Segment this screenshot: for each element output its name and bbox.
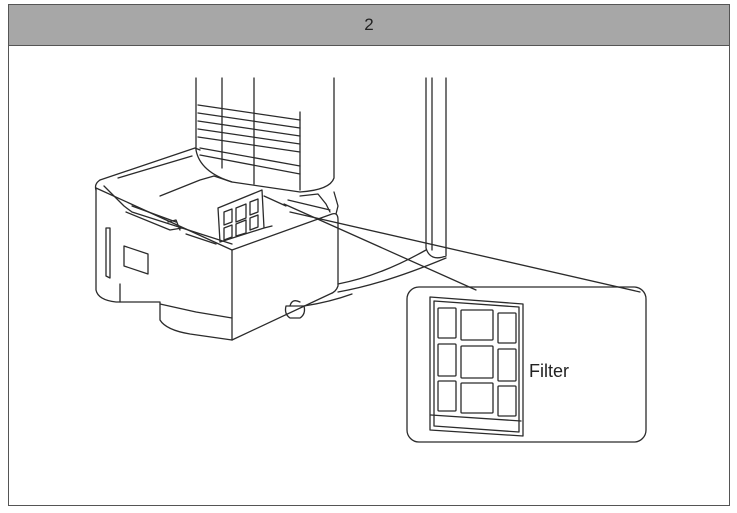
callout-pointer — [283, 203, 641, 293]
callout-box — [406, 286, 647, 443]
instruction-panel: 2 — [8, 4, 730, 506]
tank-filter — [217, 189, 287, 243]
step-header: 2 — [9, 5, 729, 46]
filter-zoom-icon — [429, 296, 524, 437]
unit-base — [337, 249, 447, 293]
water-tank-drawer — [94, 147, 339, 341]
filter-label: Filter — [529, 361, 569, 381]
unit-upper-body — [195, 77, 335, 193]
unit-rear-body — [425, 77, 447, 259]
step-number: 2 — [364, 15, 374, 34]
caster-wheel — [284, 293, 353, 319]
